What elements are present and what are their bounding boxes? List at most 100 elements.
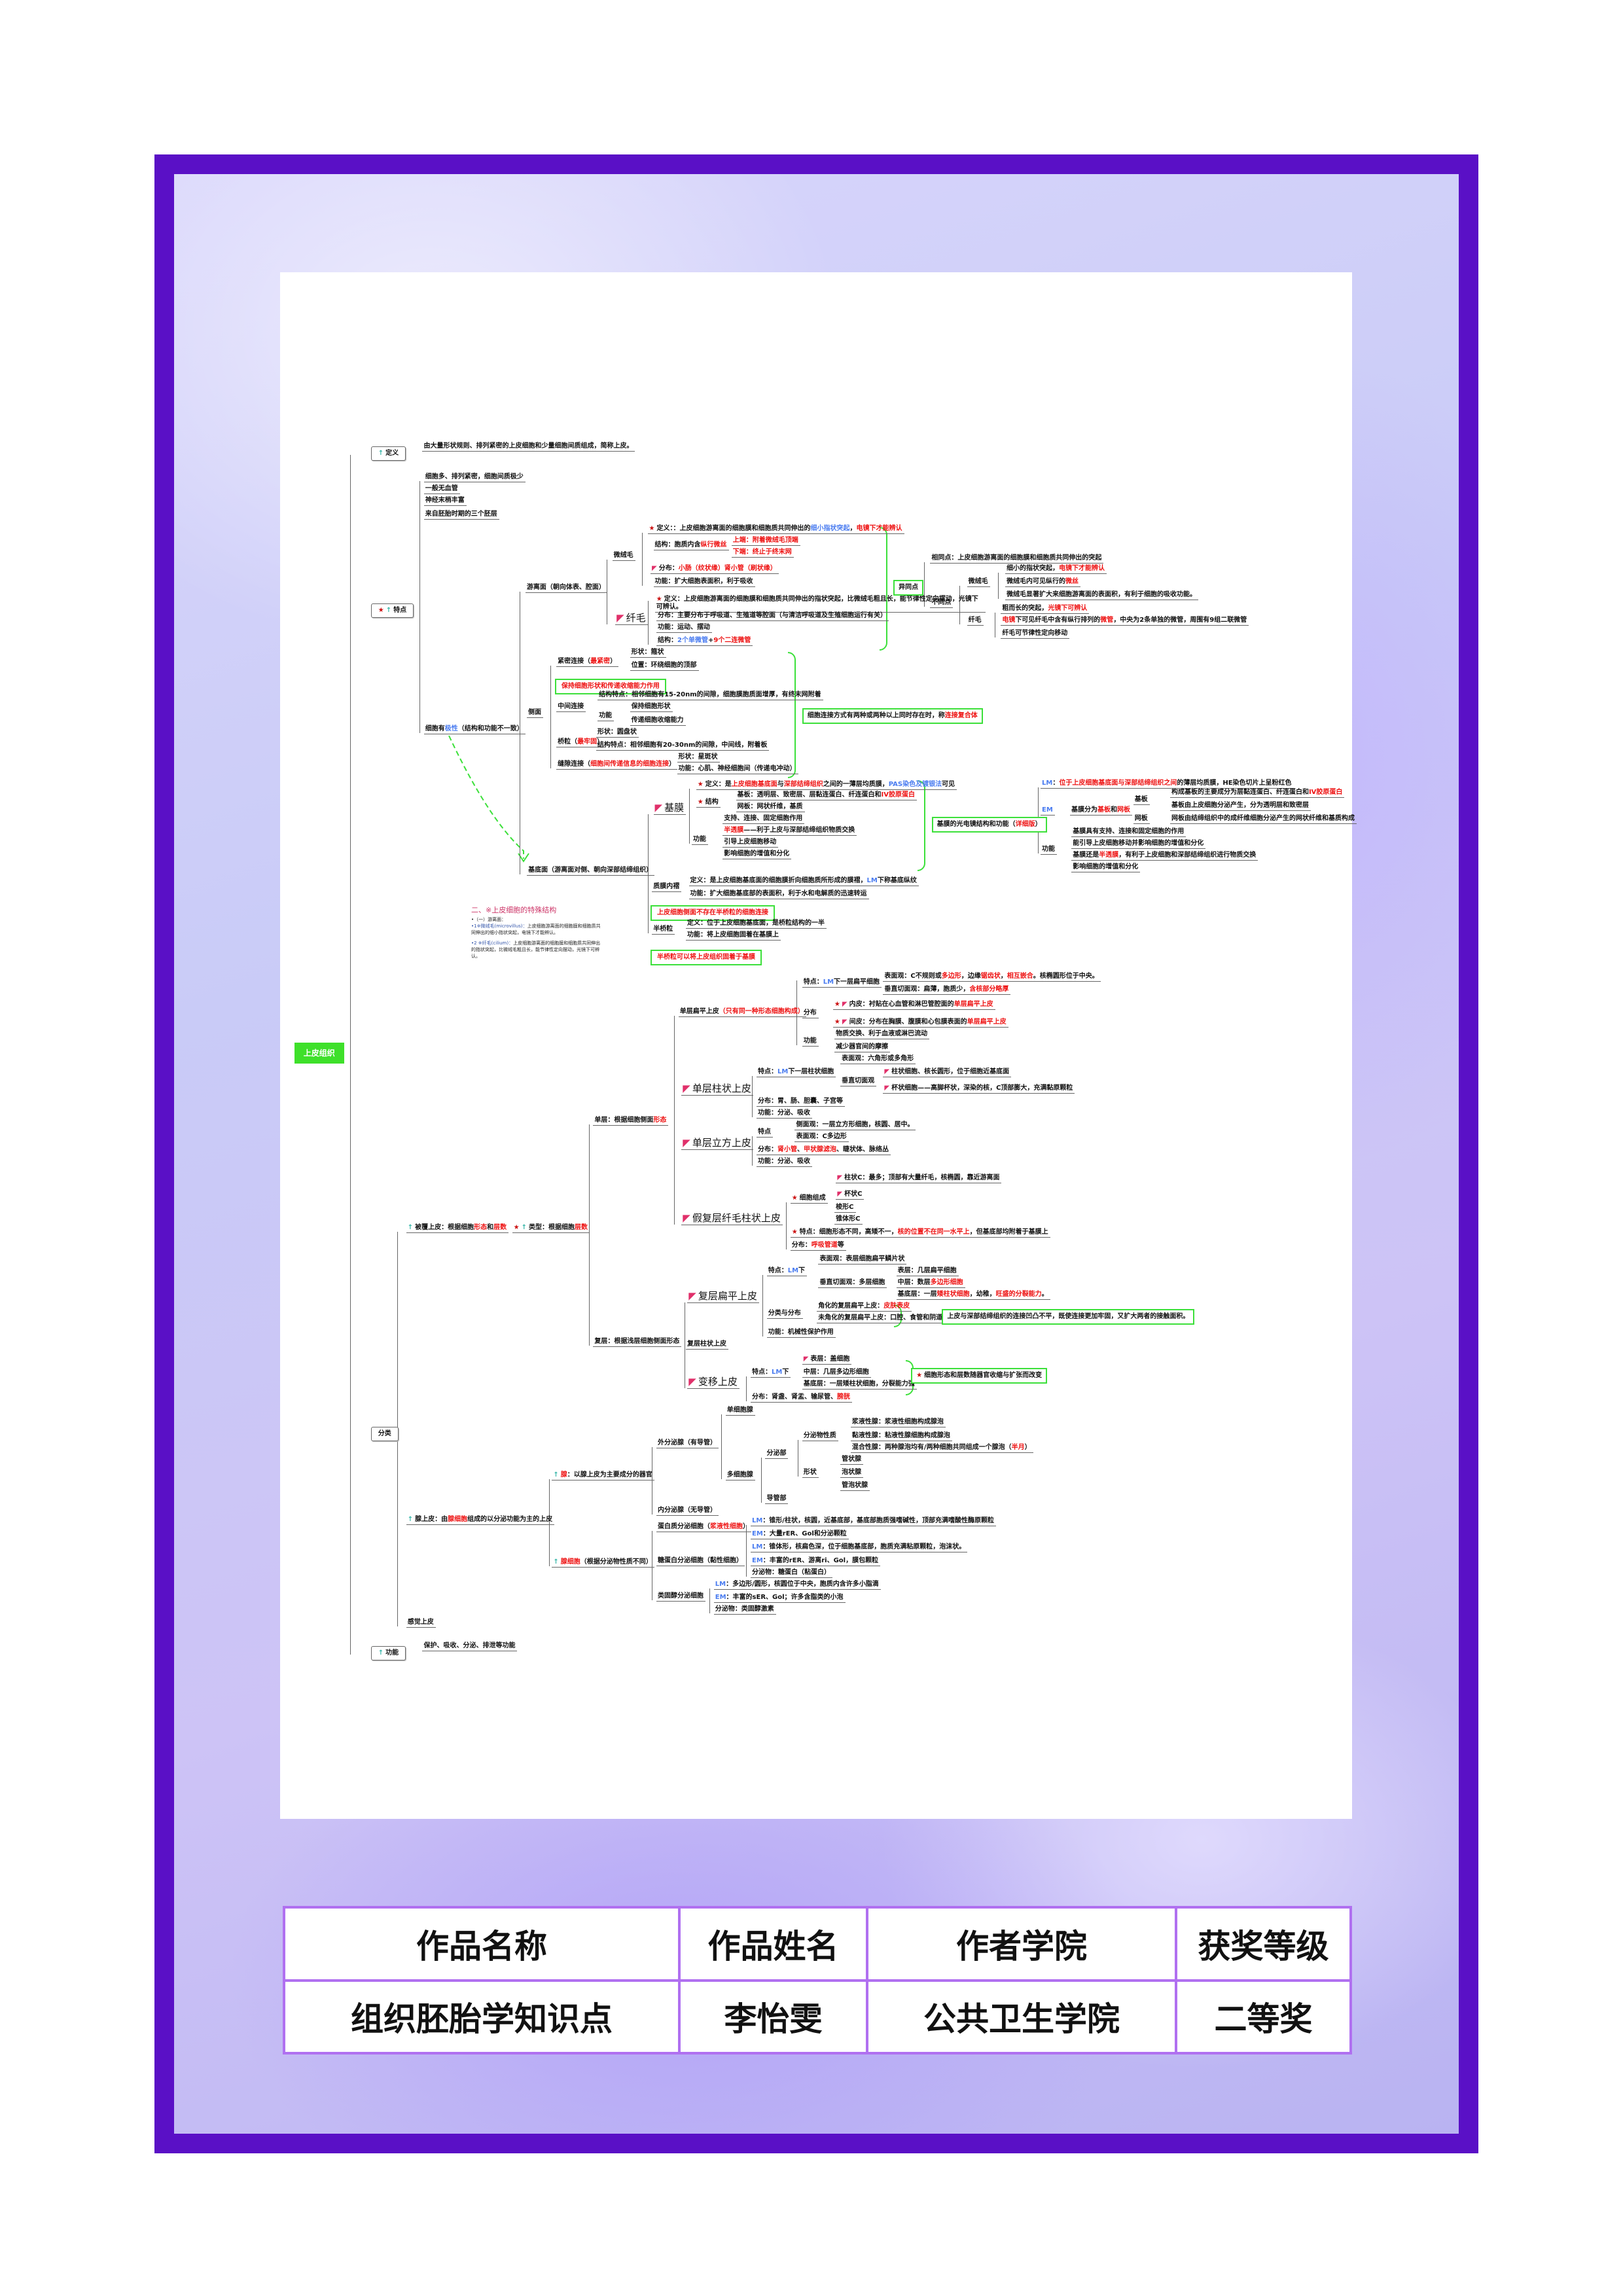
mindmap-node-psc-c2[interactable]: ◤杯状C bbox=[836, 1191, 865, 1200]
mindmap-node-pro[interactable]: 蛋白质分泌细胞（浆液性细胞） bbox=[656, 1523, 752, 1532]
mindmap-node-bm-str[interactable]: ★结构 bbox=[696, 798, 721, 808]
mindmap-node-aj[interactable]: 中间连接 bbox=[556, 703, 586, 713]
mindmap-node-bmd-f3[interactable]: 基膜还是半透膜，有利于上皮细胞和深部结缔组织进行物质交换 bbox=[1071, 852, 1258, 861]
mindmap-node-gly-s[interactable]: 分泌物：糖蛋白（粘蛋白） bbox=[750, 1569, 832, 1578]
mindmap-node-tj2[interactable]: 位置：环绕细胞的顶部 bbox=[630, 662, 699, 672]
mindmap-node-tj1[interactable]: 形状：箍状 bbox=[630, 649, 666, 658]
mindmap-node-bmd-f1[interactable]: 基膜具有支持、连接和固定细胞的作用 bbox=[1071, 828, 1186, 838]
mindmap-node-bm-def[interactable]: ★定义：是上皮细胞基底面与深部结缔组织之间的一薄层均质膜，PAS染色及镀银法可见 bbox=[696, 781, 957, 791]
mindmap-node-mv-str[interactable]: 结构：胞质内含纵行微丝 bbox=[653, 541, 729, 550]
mindmap-node-psc-c3[interactable]: 梭形C bbox=[834, 1204, 856, 1213]
mindmap-node-sse-d[interactable]: 分布 bbox=[802, 1009, 819, 1019]
mindmap-node-scu-f[interactable]: 特点 bbox=[756, 1128, 773, 1138]
mindmap-node-lat[interactable]: 侧面 bbox=[527, 709, 544, 719]
mindmap-node-f1[interactable]: 细胞多、排列紧密，细胞间质极少 bbox=[423, 473, 526, 483]
mindmap-node-shape[interactable]: 形状 bbox=[802, 1469, 819, 1478]
mindmap-node-sse-fn[interactable]: 功能 bbox=[802, 1037, 819, 1047]
mindmap-node-gl[interactable]: ↑腺上皮：由腺细胞组成的以分泌功能为主的上皮 bbox=[406, 1516, 555, 1525]
mindmap-node-d-ci3[interactable]: 纤毛可节律性定向移动 bbox=[1001, 630, 1070, 639]
mindmap-node-mv[interactable]: 微绒毛 bbox=[612, 552, 635, 561]
mindmap-node-gland[interactable]: ↑腺：以腺上皮为主要成分的器官 bbox=[552, 1471, 654, 1481]
mindmap-node-gly-em[interactable]: EM：丰富的rER、游离ri、Gol，膜包颗粒 bbox=[750, 1557, 881, 1566]
mindmap-node-single[interactable]: 单层：根据细胞侧面形态 bbox=[593, 1117, 669, 1126]
mindmap-node-exo[interactable]: 外分泌腺（有导管） bbox=[656, 1439, 719, 1448]
mindmap-node-ster-s[interactable]: 分泌物：类固醇激素 bbox=[713, 1605, 776, 1615]
mindmap-node-psc-d[interactable]: 分布：呼吸管道等 bbox=[790, 1242, 846, 1251]
mindmap-node-def-box[interactable]: ↑定义 bbox=[370, 446, 406, 461]
mindmap-node-sce-s[interactable]: 表面观：六角形或多角形 bbox=[840, 1055, 916, 1064]
mindmap-node-d-mv[interactable]: 微绒毛 bbox=[967, 578, 990, 588]
mindmap-node-ci-def[interactable]: ★定义：上皮细胞游离面的细胞膜和细胞质共同伸出的指状突起，比微绒毛粗且长，能节律… bbox=[654, 596, 986, 613]
mindmap-node-ds1[interactable]: 形状：圆盘状 bbox=[596, 728, 639, 738]
mindmap-node-gj[interactable]: 缝隙连接（细胞间传递信息的细胞连接） bbox=[556, 761, 678, 770]
mindmap-node-bmd-rl1[interactable]: 网板由结缔组织中的成纤维细胞分泌产生的网状纤维和基质构成 bbox=[1169, 815, 1357, 825]
mindmap-node-psc-c1[interactable]: ◤柱状C：最多；顶部有大量纤毛，核椭圆，靠近游离面 bbox=[836, 1174, 1002, 1183]
mindmap-node-aj3[interactable]: 传递细胞收缩能力 bbox=[630, 717, 686, 726]
mindmap-node-tub[interactable]: 管状腺 bbox=[840, 1456, 864, 1465]
mindmap-node-d-mv2[interactable]: 微绒毛内可见纵行的微丝 bbox=[1005, 578, 1081, 588]
mindmap-node-bm-f2[interactable]: 半透膜——利于上皮与深部结缔组织物质交换 bbox=[722, 827, 857, 836]
mindmap-node-pro-lm[interactable]: LM：锥形/柱状，核圆，近基底部，基底部胞质强嗜碱性，顶部充满嗜酸性酶原颗粒 bbox=[750, 1517, 996, 1526]
mindmap-node-sss-v[interactable]: 垂直切面观：多层细胞 bbox=[818, 1279, 887, 1288]
mindmap-node-sss-v3[interactable]: 基底层：一层矮柱状细胞，幼稚，旺盛的分裂能力。 bbox=[896, 1291, 1050, 1300]
mindmap-node-sss-box[interactable]: 上皮与深部结缔组织的连接凹凸不平，既使连接更加牢固，又扩大两者的接触面积。 bbox=[942, 1308, 1195, 1325]
mindmap-node-hd2[interactable]: 功能：将上皮细胞固着在基膜上 bbox=[686, 931, 781, 941]
mindmap-node-bm-f1[interactable]: 支持、连接、固定细胞作用 bbox=[722, 815, 805, 825]
mindmap-node-sse-f1[interactable]: 表面观：C不规则或多边形，边缘锯齿状，相互嵌合。核椭圆形位于中央。 bbox=[883, 973, 1101, 982]
mindmap-node-ster-lm[interactable]: LM：多边形/圆形，核圆位于中央，胞质内含许多小脂滴 bbox=[713, 1581, 881, 1590]
mindmap-node-tra[interactable]: ◤变移上皮 bbox=[687, 1376, 740, 1389]
mindmap-node-sse-fn2[interactable]: 减少器官间的摩擦 bbox=[834, 1043, 891, 1052]
mindmap-node-def-text[interactable]: 由大量形状规则、排列紧密的上皮细胞和少量细胞间质组成，简称上皮。 bbox=[422, 442, 635, 452]
mindmap-node-ds2[interactable]: 结构特点：相邻细胞有20-30nm的间隙，中间线，附着板 bbox=[596, 742, 770, 751]
mindmap-node-tra-f[interactable]: 特点：LM下 bbox=[750, 1369, 791, 1378]
mindmap-node-bmd-em1[interactable]: 基膜分为基板和网板 bbox=[1070, 806, 1133, 816]
mindmap-node-type[interactable]: ★↑类型：根据细胞层数 bbox=[512, 1224, 590, 1234]
mindmap-node-sse-f2[interactable]: 垂直切面观：扁薄，胞质少，含核部分略厚 bbox=[883, 986, 1011, 996]
mindmap-node-mv-down[interactable]: 下端：终止于终末网 bbox=[731, 548, 794, 558]
mindmap-node-cmp-box[interactable]: 异同点 bbox=[893, 580, 924, 596]
mindmap-node-tra-3[interactable]: 基底层：一层矮柱状细胞，分裂能力强 bbox=[802, 1380, 917, 1390]
mindmap-node-sec-n[interactable]: 分泌物性质 bbox=[802, 1432, 838, 1441]
mindmap-node-ci-fn[interactable]: 功能：运动、摆动 bbox=[656, 624, 713, 633]
mindmap-node-sce-f[interactable]: 特点：LM下一层柱状细胞 bbox=[756, 1068, 836, 1078]
mindmap-node-gc[interactable]: ↑腺细胞（根据分泌物性质不同） bbox=[552, 1558, 654, 1568]
mindmap-node-feat-box[interactable]: ★↑特点 bbox=[370, 603, 414, 619]
mindmap-node-bmd-em[interactable]: EM bbox=[1041, 806, 1055, 816]
mindmap-node-multi[interactable]: 多细胞腺 bbox=[725, 1471, 755, 1481]
mindmap-node-hd1[interactable]: 定义：位于上皮细胞基底面，是桥粒结构的一半 bbox=[686, 920, 827, 929]
mindmap-node-f2[interactable]: 一般无血管 bbox=[423, 485, 460, 495]
mindmap-node-d-ci2[interactable]: 电镜下可见纤毛中含有纵行排列的微管，中央为2条单独的微管，周围有9组二联微管 bbox=[1001, 617, 1249, 626]
mindmap-node-hd[interactable]: 半桥粒 bbox=[652, 925, 675, 935]
mindmap-node-sce-c1[interactable]: ◤柱状细胞、核长圆形，位于细胞近基底面 bbox=[883, 1068, 1012, 1078]
mindmap-node-pro-em[interactable]: EM：大量rER、Gol和分泌颗粒 bbox=[750, 1530, 849, 1540]
mindmap-node-uni[interactable]: 单细胞腺 bbox=[725, 1407, 755, 1416]
mindmap-node-scu-f1[interactable]: 侧面观：一层立方形细胞，核圆、居中。 bbox=[794, 1121, 916, 1130]
mindmap-node-aj1[interactable]: 结构特点：相邻细胞有15-20nm的间隙，细胞膜胞质面增厚，有终末网附着 bbox=[597, 691, 823, 701]
mindmap-node-sss-c1[interactable]: 角化的复层扁平上皮：皮肤表皮 bbox=[817, 1302, 912, 1312]
mindmap-node-scl[interactable]: 复层柱状上皮 bbox=[686, 1340, 729, 1350]
mindmap-node-bm-f3[interactable]: 引导上皮细胞移动 bbox=[722, 838, 779, 848]
mindmap-node-sss-c2[interactable]: 未角化的复层扁平上皮：口腔、食管和阴道。 bbox=[817, 1314, 952, 1323]
mindmap-node-base[interactable]: 基底面（游离面对侧、朝向深部结缔组织） bbox=[527, 867, 655, 876]
mindmap-node-tra-2[interactable]: 中层：几层多边形细胞 bbox=[802, 1369, 871, 1378]
mindmap-node-ster[interactable]: 类固醇分泌细胞 bbox=[656, 1592, 706, 1602]
mindmap-node-bm-fn[interactable]: 功能 bbox=[692, 836, 709, 845]
mindmap-node-fn-text[interactable]: 保护、吸收、分泌、排泄等功能 bbox=[422, 1642, 518, 1652]
mindmap-node-bm-s1[interactable]: 基板：透明层、致密层、层黏连蛋白、纤连蛋白和IV胶原蛋白 bbox=[736, 791, 917, 801]
mindmap-node-bm-f4[interactable]: 影响细胞的增值和分化 bbox=[722, 850, 792, 860]
mindmap-node-d-mv1[interactable]: 细小的指状突起，电镜下才能辨认 bbox=[1005, 565, 1107, 574]
mindmap-node-gly[interactable]: 糖蛋白分泌细胞（黏性细胞） bbox=[656, 1557, 745, 1566]
mindmap-node-gly-lm[interactable]: LM：锥体形，核扁色深，位于细胞基底部，胞质充满粘原颗粒，泡沫状。 bbox=[750, 1543, 968, 1553]
mindmap-node-bmd-f4[interactable]: 影响细胞的增值和分化 bbox=[1071, 863, 1141, 873]
mindmap-node-tra-d[interactable]: 分布：肾盏、肾盂、输尿管、膀胱 bbox=[750, 1393, 852, 1403]
mindmap-node-bmd-rl[interactable]: 网板 bbox=[1133, 815, 1150, 825]
mindmap-node-pi[interactable]: 质膜内褶 bbox=[652, 883, 682, 892]
mindmap-node-sec[interactable]: 分泌部 bbox=[765, 1450, 789, 1459]
mindmap-node-cc-box[interactable]: 细胞连接方式有两种或两种以上同时存在时，称连接复合体 bbox=[802, 708, 983, 724]
mindmap-node-sce-d[interactable]: 分布：胃、肠、胆囊、子宫等 bbox=[756, 1098, 845, 1107]
mindmap-node-bmd-box[interactable]: 基膜的光电镜结构和功能（详细版） bbox=[931, 817, 1047, 833]
mindmap-node-sse[interactable]: 单层扁平上皮（只有同一种形态细胞构成） bbox=[678, 1008, 806, 1017]
mindmap-node-mv-def[interactable]: ★定义：：上皮细胞游离面的细胞膜和细胞质共同伸出的细小指状突起，电镜下才能辨认 bbox=[647, 525, 904, 535]
mindmap-node-aj2[interactable]: 保持细胞形状 bbox=[630, 703, 673, 713]
mindmap-node-ci[interactable]: ◤纤毛 bbox=[615, 612, 648, 625]
